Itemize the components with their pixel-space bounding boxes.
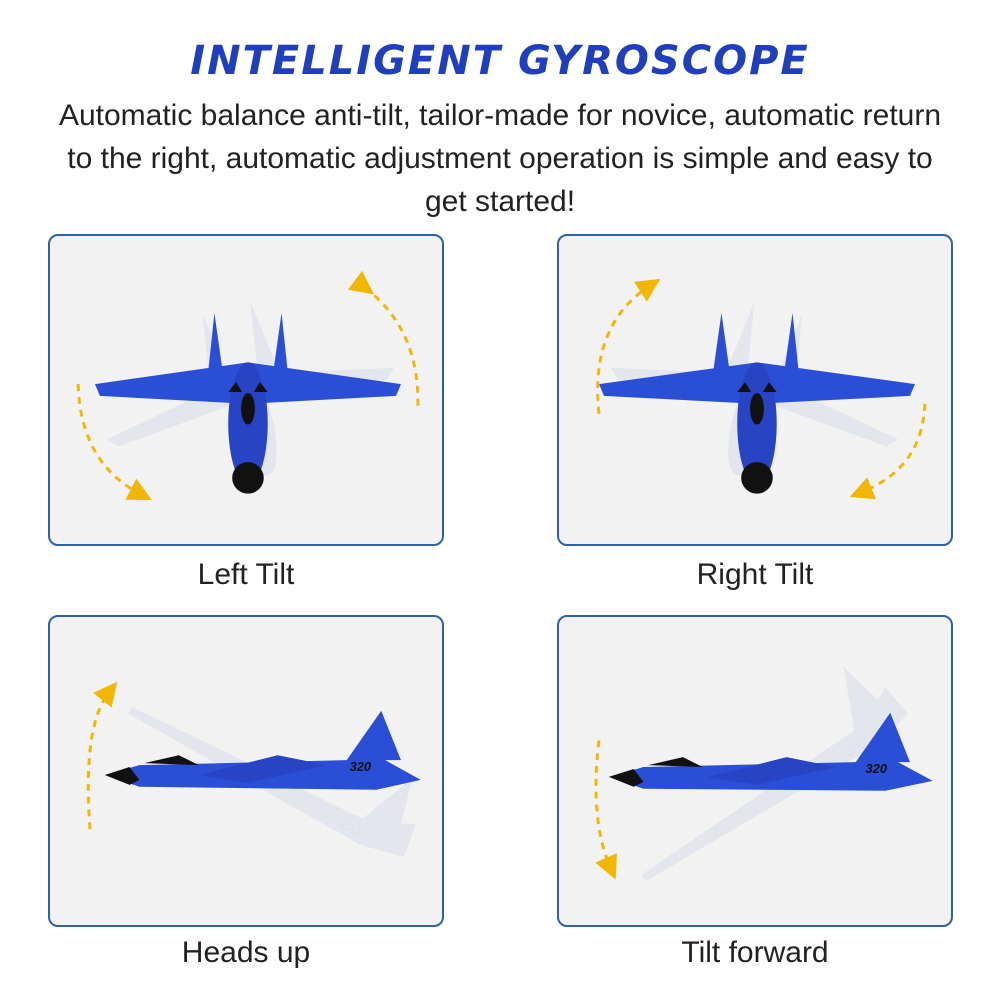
plane-marking: 320 [866,761,888,776]
curved-arrow-bottom-left [76,384,152,501]
page-description: Automatic balance anti-tilt, tailor-made… [58,99,942,218]
caption-tilt-forward: Tilt forward [681,936,829,969]
tilt-forward-illustration: 320 320 [594,666,933,882]
curved-arrow-top-left [596,278,661,414]
curved-arrow-downward [594,740,617,880]
caption-left-tilt: Left Tilt [197,558,295,591]
curved-arrow-upward [86,681,118,830]
caption-heads-up: Heads up [181,936,311,969]
right-tilt-illustration [596,278,927,500]
panel-left-tilt [48,234,444,546]
panel-tilt-forward: 320 320 [557,615,953,927]
caption-right-tilt: Right Tilt [696,558,814,591]
curved-arrow-bottom-right [849,403,927,500]
left-tilt-illustration [76,270,420,501]
ghost-plane: 320 [641,666,908,882]
panel-heads-up: 320 320 [48,615,444,927]
panel-right-tilt [557,234,953,546]
plane-marking: 320 [350,759,372,774]
heads-up-illustration: 320 320 [86,681,421,857]
page-title: INTELLIGENT GYROSCOPE [190,38,810,84]
blue-plane [94,313,401,494]
blue-plane: 320 [104,710,421,790]
blue-plane: 320 [608,712,933,791]
curved-arrow-top-right [347,270,420,409]
blue-plane [599,313,915,494]
